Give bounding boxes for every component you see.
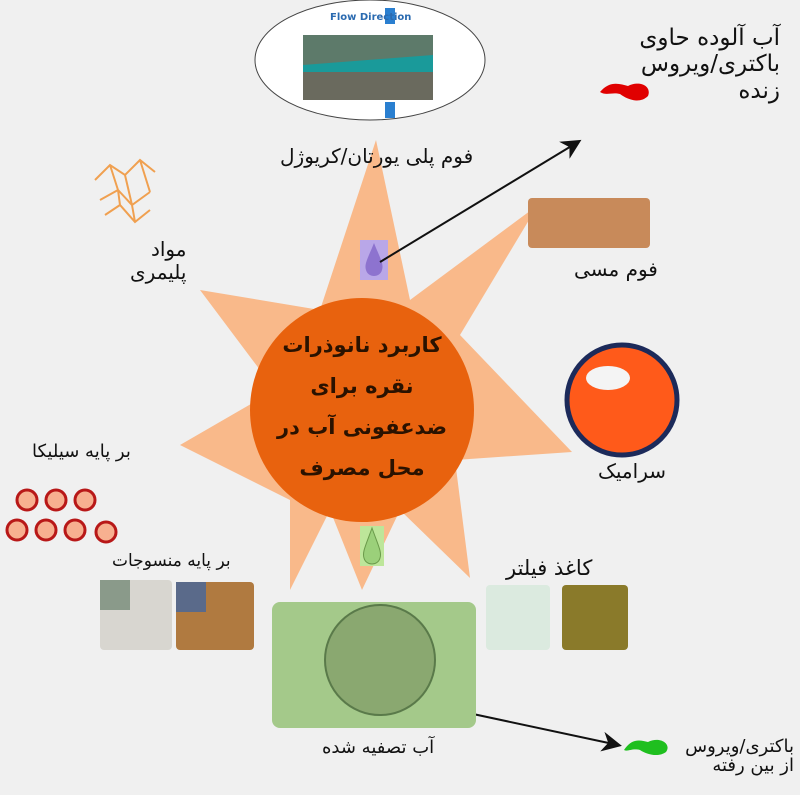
textile-based-label: بر پایه منسوجات <box>112 551 231 571</box>
polymer-network-icon <box>94 158 156 224</box>
killed-bacteria-line: باکتری/ویروس <box>685 736 794 757</box>
flow-direction-caption: Flow Direction <box>330 12 412 23</box>
contaminated-water-line: زنده <box>738 77 780 104</box>
polymer-materials-label: مواد پلیمری <box>130 238 186 284</box>
killed-bacteria-label: باکتری/ویروس از بین رفته <box>685 736 794 776</box>
polymer-materials-line: پلیمری <box>130 260 187 284</box>
center-title-line: ضدعفونی آب در <box>277 415 447 439</box>
dead-bacteria-icon <box>624 739 668 756</box>
center-title-line: نقره برای <box>310 374 414 398</box>
killed-bacteria-line: از بین رفته <box>712 754 794 776</box>
copper-foam-image <box>528 198 650 248</box>
center-title: کاربرد نانوذرات نقره برای ضدعفونی آب در … <box>262 325 462 489</box>
center-title-line: کاربرد نانوذرات <box>282 333 442 357</box>
contaminated-water-line: آب آلوده حاوی <box>639 25 780 51</box>
polymer-materials-line: مواد <box>150 237 187 261</box>
center-title-line: محل مصرف <box>299 456 425 480</box>
contaminated-water-line: باکتری/ویروس <box>640 51 780 78</box>
filter-paper-image-2 <box>562 585 628 650</box>
polyurethane-foam-label: فوم پلی یورتان/کریوژل <box>280 144 474 168</box>
silica-particles-icon <box>5 488 118 544</box>
silica-based-label: بر پایه سیلیکا <box>32 441 131 462</box>
ceramic-label: سرامیک <box>598 459 666 483</box>
center-circle <box>250 298 474 522</box>
ceramic-image <box>564 342 680 458</box>
arrow-to-contaminated <box>379 139 582 263</box>
contaminated-water-label: آب آلوده حاوی باکتری/ویروس زنده <box>639 25 780 104</box>
purified-water-label: آب تصفیه شده <box>322 737 435 758</box>
water-drop-top-icon <box>365 243 383 276</box>
filter-paper-image-1 <box>486 585 550 650</box>
filter-paper-label: کاغذ فیلتر <box>506 556 593 580</box>
copper-foam-label: فوم مسی <box>574 257 658 281</box>
water-drop-bottom-icon <box>363 526 381 565</box>
live-bacteria-icon <box>600 83 649 101</box>
